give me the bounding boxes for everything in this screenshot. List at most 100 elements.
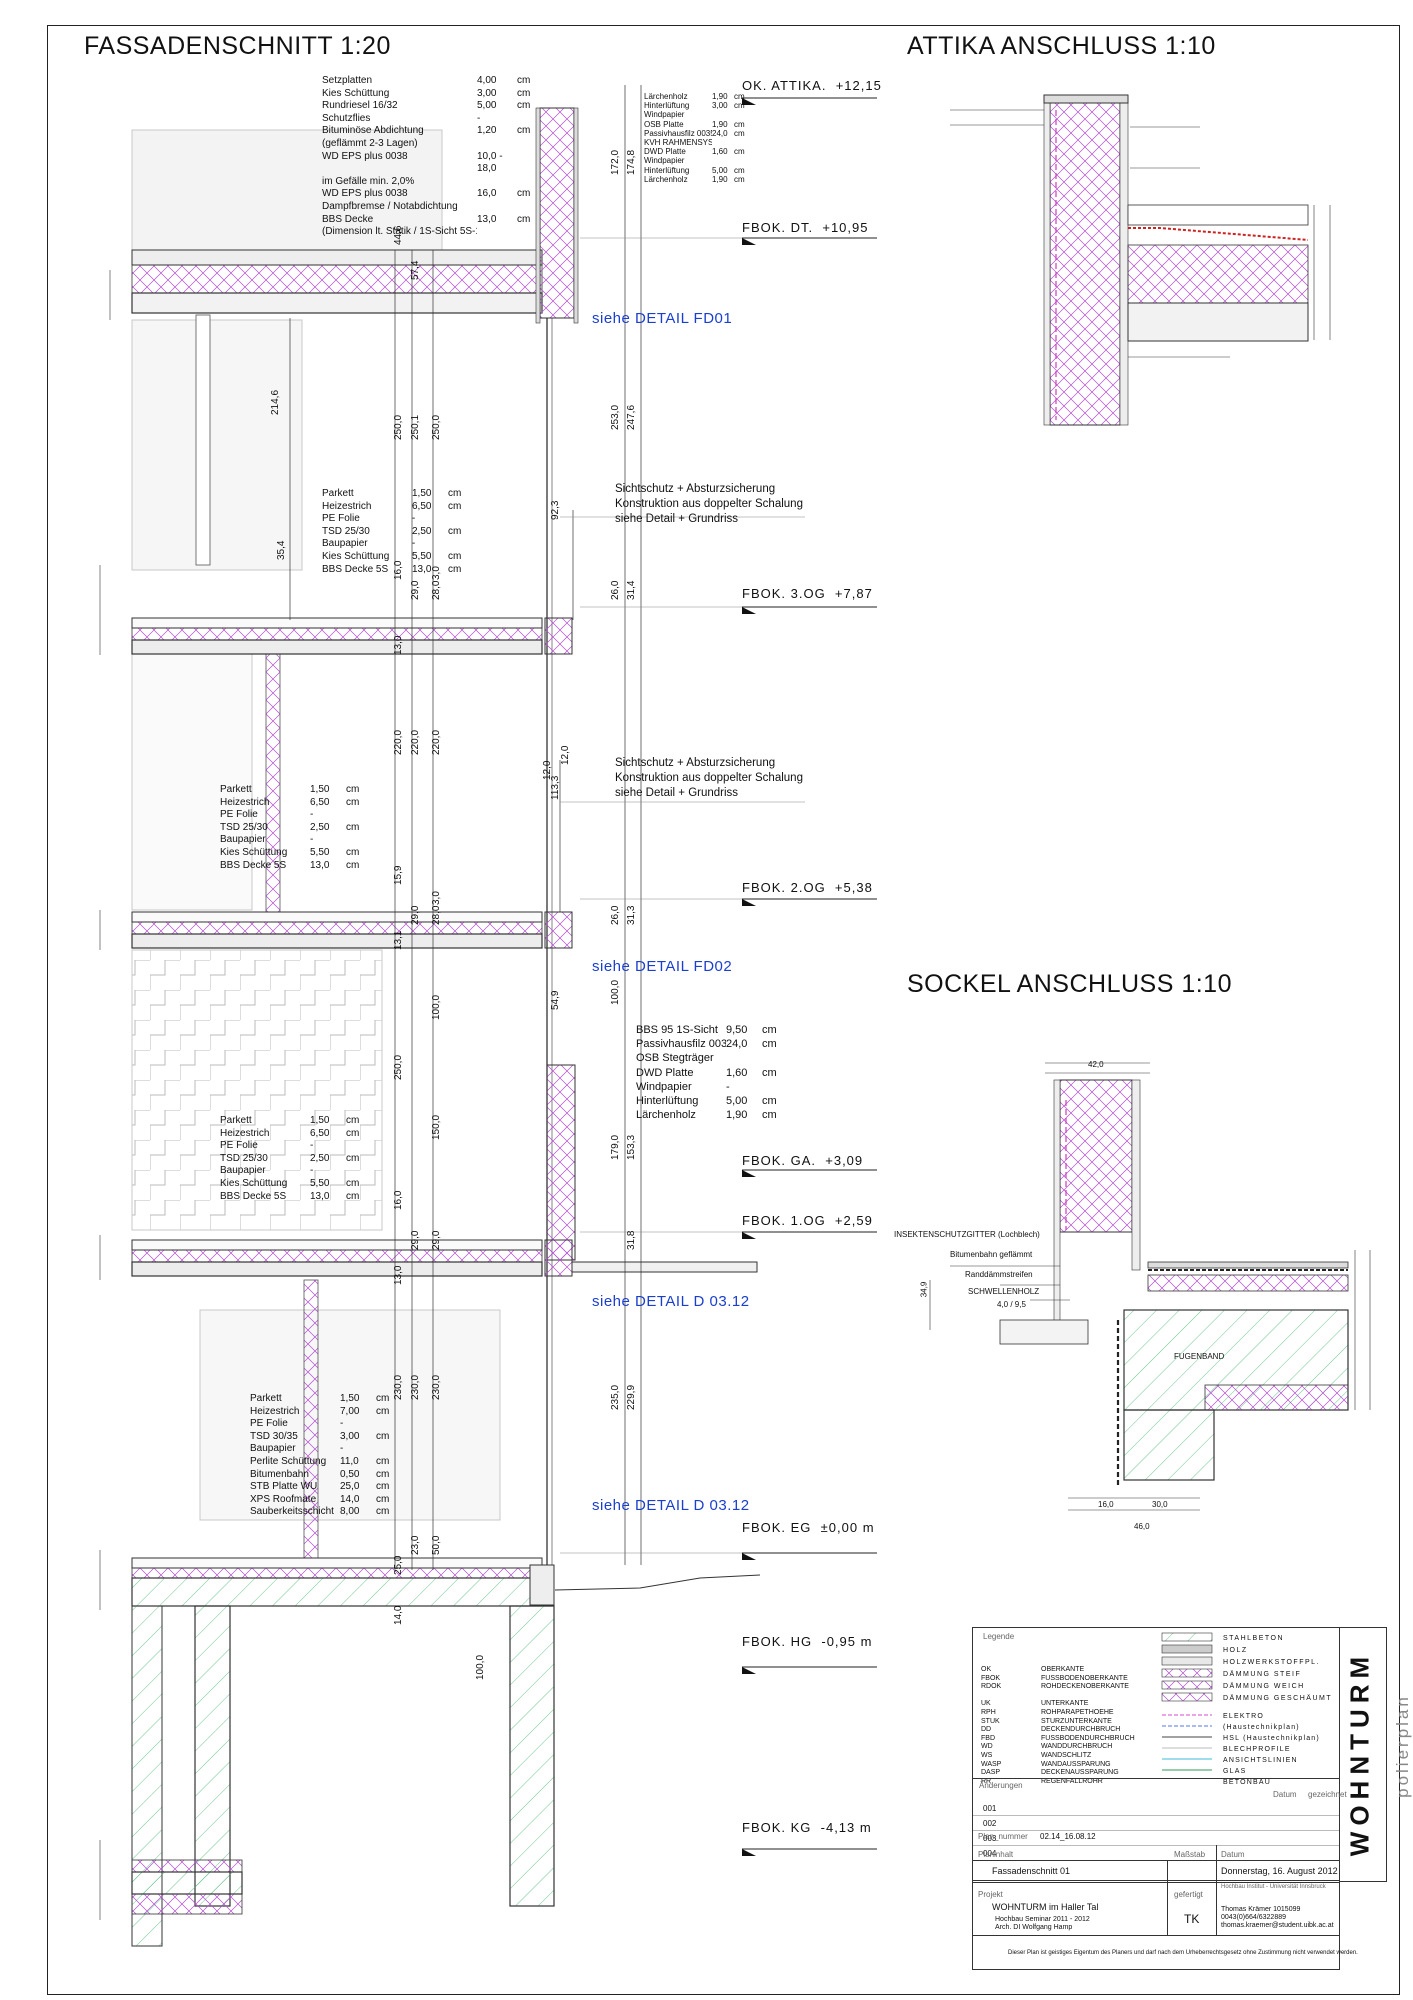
- layer-thickness: 25,0: [340, 1481, 360, 1493]
- layer-name: BBS Decke 5S: [220, 859, 287, 871]
- dimension-value: 220,0: [431, 729, 442, 755]
- layer-thickness: [712, 138, 734, 147]
- layer-name: Lärchenholz: [636, 1109, 696, 1122]
- layer-unit: [517, 151, 537, 176]
- detail-ref-fd02[interactable]: siehe DETAIL FD02: [592, 958, 733, 975]
- legend-abbr-key: RR: [981, 1777, 992, 1785]
- layer-name: BBS Decke 5S: [322, 563, 389, 575]
- tb-vline-1: [1167, 1860, 1168, 1935]
- note-line: Sichtschutz + Absturzsicherung: [615, 483, 776, 495]
- layer-name: Perlite Schüttung: [250, 1455, 327, 1467]
- dimension-value: 13,1: [393, 930, 404, 950]
- level-attika: OK. ATTIKA. +12,15: [742, 78, 882, 93]
- dimension-value: 100,0: [610, 979, 621, 1005]
- dimension-value: 100,0: [431, 994, 442, 1020]
- label-fugenband: FUGENBAND: [1174, 1352, 1225, 1361]
- layer-name: Baupapier: [322, 538, 368, 550]
- layer-unit: cm: [346, 784, 360, 795]
- layer-unit: cm: [734, 128, 745, 138]
- layer-unit: [517, 138, 537, 151]
- layer-thickness: -: [310, 1140, 314, 1152]
- layer-thickness: 6,50: [310, 796, 330, 808]
- main-section-title: FASSADENSCHNITT 1:20: [84, 32, 391, 60]
- layer-thickness: [477, 138, 517, 151]
- dimension-value: 28,0: [431, 580, 442, 600]
- layer-row: PE Folie-: [322, 513, 468, 526]
- dimension-value: 230,0: [410, 1374, 421, 1400]
- layer-name: Heizestrich: [220, 796, 270, 808]
- legend-abbr-key: FBOK: [981, 1674, 1001, 1682]
- date-label: Datum: [1221, 1850, 1245, 1859]
- legend-abbr-value: ROHDECKENOBERKANTE: [1041, 1683, 1129, 1691]
- layer-unit: [346, 1165, 366, 1178]
- dimension-value: 44,6: [393, 225, 404, 245]
- layer-row: im Gefälle min. 2,0%: [322, 176, 537, 189]
- detail-ref-d0312-lower[interactable]: siehe DETAIL D 03.12: [592, 1497, 750, 1514]
- label-randdaemm: Randdämmstreifen: [965, 1270, 1033, 1279]
- layer-unit: cm: [346, 846, 360, 858]
- author-phone: 0043(0)664/6322889: [1221, 1914, 1287, 1921]
- change-row-number: 004: [983, 1849, 997, 1858]
- dimension-value: 247,6: [626, 404, 637, 430]
- layer-thickness: [477, 201, 517, 214]
- layer-row: Windpapier: [644, 110, 754, 119]
- level-1og: FBOK. 1.OG +2,59: [742, 1213, 873, 1228]
- layer-row: Baupapier-: [220, 834, 366, 847]
- layer-name: Parkett: [322, 488, 354, 499]
- layer-unit: cm: [517, 75, 531, 86]
- layer-row: PE Folie-: [220, 809, 366, 822]
- layer-name: Hinterlüftung: [644, 165, 690, 175]
- dimension-value: 100,0: [475, 1654, 486, 1680]
- layer-name: PE Folie: [220, 809, 258, 821]
- author-name: Thomas Krämer 1015099: [1221, 1906, 1301, 1913]
- layer-name: TSD 25/30: [220, 1152, 268, 1164]
- legend-abbr-value: WANDDURCHBRUCH: [1041, 1743, 1113, 1751]
- legend-abbr-value: FUSSBODENOBERKANTE: [1041, 1674, 1128, 1682]
- dimension-value: 54,9: [550, 990, 561, 1010]
- layer-name: Dampfbremse / Notabdichtung: [322, 200, 458, 212]
- note-line: Konstruktion aus doppelter Schalung: [615, 498, 803, 510]
- layer-thickness: 4,00: [477, 75, 497, 86]
- level-ga: FBOK. GA. +3,09: [742, 1153, 864, 1168]
- detail-ref-d0312-upper[interactable]: siehe DETAIL D 03.12: [592, 1293, 750, 1310]
- legend-materials-item: HOLZ: [1223, 1647, 1248, 1654]
- layer-thickness: 1,50: [310, 1115, 330, 1126]
- layer-thickness: 1,90: [726, 1109, 748, 1122]
- drawn-by-label: gefertigt: [1174, 1890, 1203, 1899]
- project-name: WOHNTURM im Haller Tal: [992, 1902, 1099, 1912]
- layer-thickness: 1,60: [726, 1066, 748, 1079]
- layer-thickness: 1,50: [412, 488, 432, 499]
- note-line: Konstruktion aus doppelter Schalung: [615, 772, 803, 784]
- tb-hline-1: [972, 1882, 1340, 1883]
- layer-name: Windpapier: [636, 1080, 692, 1093]
- layer-unit: cm: [346, 1190, 360, 1202]
- label-insektenschutz: INSEKTENSCHUTZGITTER (Lochblech): [894, 1230, 1040, 1239]
- detail-ref-fd01[interactable]: siehe DETAIL FD01: [592, 310, 733, 327]
- layer-name: DWD Platte: [644, 147, 686, 157]
- sockel-detail-title: SOCKEL ANSCHLUSS 1:10: [907, 970, 1232, 998]
- layer-thickness: 1,90: [712, 119, 728, 129]
- layer-thickness: 1,20: [477, 125, 497, 137]
- tb-vline-2: [1216, 1845, 1217, 1935]
- layer-thickness: 3,00: [712, 101, 728, 111]
- layer-unit: cm: [346, 1115, 360, 1126]
- layer-unit: [734, 110, 754, 119]
- dimension-value: 31,3: [626, 905, 637, 925]
